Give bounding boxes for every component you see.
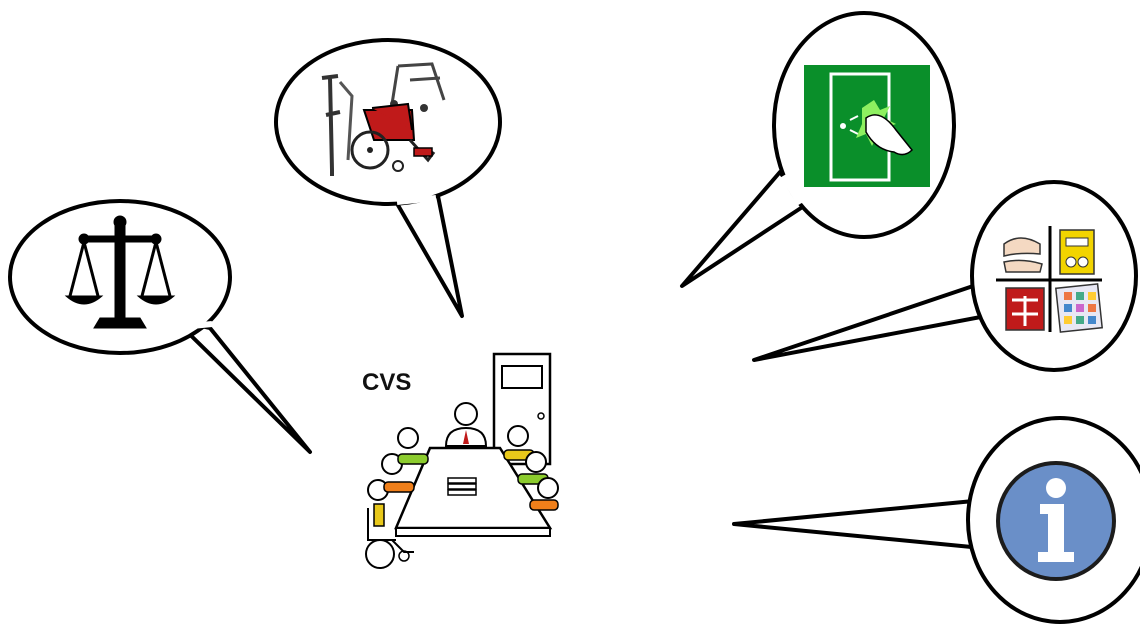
- bubble-communication: [752, 180, 1138, 372]
- bubble-justice: [8, 199, 312, 454]
- bubble-mobility: [274, 38, 502, 318]
- cvs-meeting: CVS: [362, 352, 559, 569]
- bubble-information: [732, 416, 1140, 624]
- meeting-table-icon: [365, 352, 559, 569]
- bubble-emergency-exit: [680, 11, 956, 288]
- communication-aids-icon: [996, 226, 1104, 333]
- justice-scales-icon: [64, 215, 176, 329]
- information-icon: [996, 461, 1116, 581]
- cvs-label: CVS: [362, 369, 411, 396]
- emergency-exit-door-icon: [804, 65, 930, 187]
- mobility-aids-icon: [321, 62, 446, 176]
- papers-icon: [447, 477, 477, 496]
